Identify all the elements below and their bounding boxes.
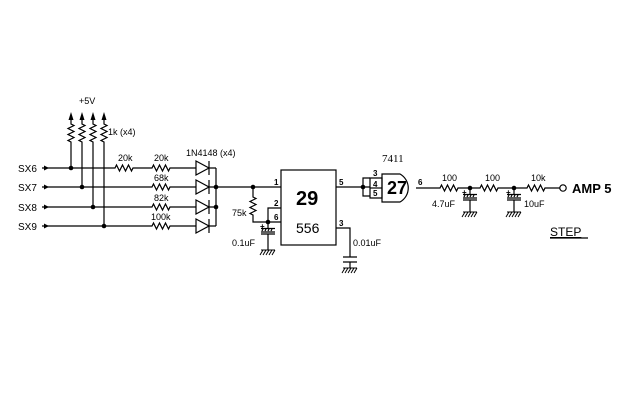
- polarity-plus: +: [462, 188, 467, 197]
- filter-resistor-label: 100: [485, 173, 500, 183]
- resistor-label: 20k: [118, 153, 133, 163]
- timing-capacitor-label: 0.1uF: [232, 238, 256, 248]
- ground-icon: [259, 249, 276, 256]
- timer-ref: 29: [296, 188, 318, 210]
- input-label: SX7: [18, 183, 37, 194]
- supply-arrow-icon: [90, 112, 96, 120]
- diode-icon: [195, 198, 216, 216]
- pullup-resistor-sx6: [66, 118, 76, 168]
- timing-capacitor-hatch: [261, 228, 273, 232]
- filter-chain-wire: [416, 183, 560, 193]
- series-resistor-wire: [42, 221, 196, 231]
- and-gate-body: [381, 173, 409, 203]
- pin-number: 6: [274, 213, 279, 222]
- supply-arrow-icon: [79, 112, 85, 120]
- ground-icon: [505, 211, 522, 218]
- supply-arrow-icon: [101, 112, 107, 120]
- diagram-title: STEP: [550, 225, 581, 239]
- diode-array: [195, 159, 219, 235]
- filter-capacitor-1: [463, 188, 477, 212]
- pullup-resistor-sx8: [88, 118, 98, 207]
- timing-resistor-label: 75k: [232, 208, 247, 218]
- and-gate-7411: 7411 27 3 4 5 6: [369, 153, 423, 203]
- input-label: SX9: [18, 222, 37, 233]
- polarity-plus: +: [260, 222, 265, 231]
- diode-icon: [195, 159, 216, 177]
- pin-number: 4: [373, 180, 378, 189]
- filter-capacitor-hatch: [463, 194, 475, 198]
- ground-icon: [341, 267, 358, 274]
- series-resistor-wire: [42, 182, 196, 192]
- junction-dot: [213, 204, 219, 210]
- resistor-label: 68k: [154, 173, 169, 183]
- pullup-resistor-label: 1k (x4): [108, 127, 136, 137]
- series-resistor-wire: [42, 202, 196, 212]
- pin-number: 5: [339, 178, 344, 187]
- input-label: SX6: [18, 164, 37, 175]
- pullup-resistor-sx7: [77, 118, 87, 187]
- ground-icon: [461, 211, 478, 218]
- timing-resistor: [248, 187, 281, 223]
- pin-number: 1: [274, 178, 279, 187]
- resistor-label: 100k: [151, 212, 171, 222]
- diode-icon: [195, 217, 216, 235]
- output-terminal-icon: [559, 184, 567, 192]
- output-label: AMP 5: [572, 181, 612, 196]
- input-sx6: SX6 20k 20k: [18, 153, 196, 175]
- timer-ic-body: [280, 169, 337, 246]
- input-sx7: SX7 68k: [18, 173, 196, 194]
- diode-icon: [195, 178, 216, 196]
- supply-arrow-icon: [68, 112, 74, 120]
- resistor-label: 82k: [154, 193, 169, 203]
- pin-number: 5: [373, 189, 378, 198]
- gate-ref: 27: [387, 178, 407, 198]
- pin-number: 3: [339, 219, 344, 228]
- gate-part: 7411: [382, 153, 404, 165]
- pin-number: 6: [418, 178, 423, 187]
- gate-input-tie: [362, 177, 370, 197]
- filter-capacitor-hatch: [507, 194, 519, 198]
- timer-part: 556: [296, 220, 320, 236]
- pullup-resistor-sx9: [99, 118, 109, 226]
- filter-capacitor-2: [507, 188, 521, 212]
- filter-capacitor-label: 10uF: [524, 199, 545, 209]
- pin2-wire: [267, 207, 281, 222]
- filter-resistor-label: 10k: [531, 173, 546, 183]
- polarity-plus: +: [506, 188, 511, 197]
- input-label: SX8: [18, 203, 37, 214]
- timing-capacitor: [261, 222, 275, 250]
- pin-number: 3: [373, 169, 378, 178]
- timer-ic-556: 29 556 1 2 6 5 3: [274, 169, 344, 246]
- input-sx9: SX9 100k: [18, 212, 196, 233]
- pullup-network: [66, 112, 109, 229]
- rc-filter: 100 100 10k + 4.7uF + 10uF: [416, 173, 560, 218]
- filter-capacitor-label: 4.7uF: [432, 199, 456, 209]
- control-capacitor-label: 0.01uF: [353, 238, 382, 248]
- supply-label: +5V: [79, 96, 95, 106]
- diode-label: 1N4148 (x4): [186, 148, 236, 158]
- control-capacitor: [336, 227, 357, 268]
- pin-number: 2: [274, 199, 279, 208]
- input-sx8: SX8 82k: [18, 193, 196, 214]
- filter-resistor-label: 100: [442, 173, 457, 183]
- resistor-label: 20k: [154, 153, 169, 163]
- series-resistor-wire: [42, 163, 196, 173]
